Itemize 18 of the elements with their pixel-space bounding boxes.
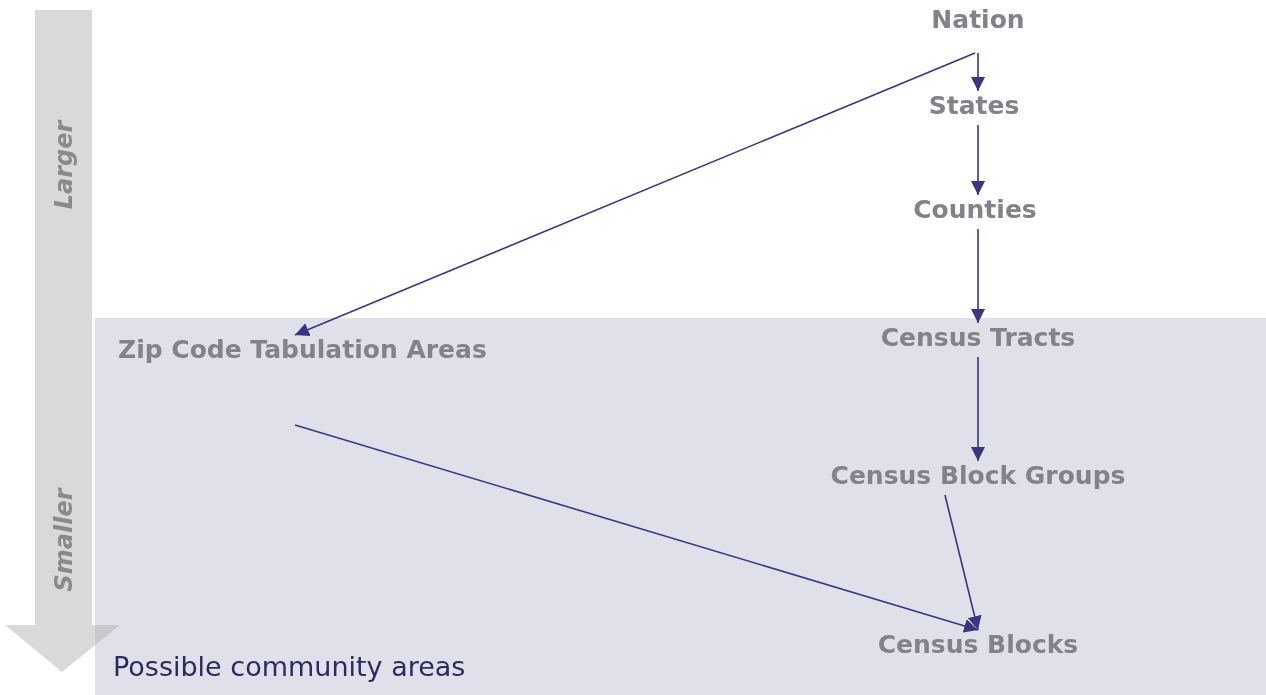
- level-label: Nation: [931, 5, 1025, 35]
- arrow: [294, 52, 976, 337]
- arrow: [294, 424, 979, 633]
- arrow: [944, 494, 982, 631]
- level-label: Counties: [913, 195, 1037, 225]
- level-label: Census Blocks: [877, 630, 1079, 660]
- arrow: [971, 52, 985, 92]
- level-label: Zip Code Tabulation Areas: [118, 335, 487, 365]
- scale-label: Larger: [50, 120, 78, 210]
- level-label: Census Block Groups: [830, 461, 1126, 491]
- arrow: [971, 124, 985, 196]
- region-title: Possible community areas: [113, 651, 466, 683]
- level-label: Census Tracts: [880, 323, 1076, 353]
- region-band: [95, 318, 1266, 695]
- scale-label: Smaller: [50, 488, 78, 592]
- arrow: [971, 228, 985, 324]
- level-label: States: [928, 91, 1020, 121]
- arrow: [971, 356, 985, 462]
